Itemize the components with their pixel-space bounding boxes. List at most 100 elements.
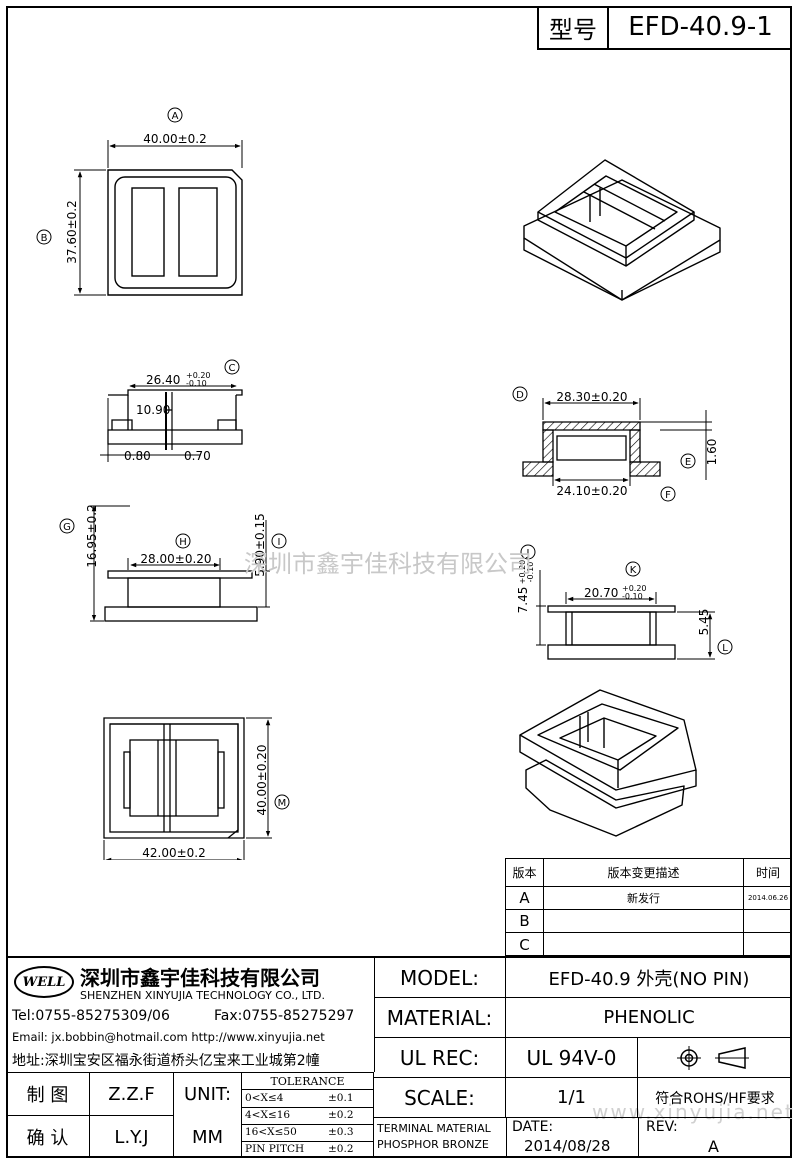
dim-c-inner: 10.90 xyxy=(136,403,170,417)
projection-icon xyxy=(677,1045,749,1070)
label-J: J xyxy=(520,544,536,560)
tolerance-value: ±0.2 xyxy=(328,1109,354,1121)
revision-table: 版本 版本变更描述 时间 A 新发行 2014.06.26 B C xyxy=(505,858,792,956)
dim-j-tol-minus: -0.10 xyxy=(526,562,535,583)
svg-text:G: G xyxy=(63,522,71,533)
unit-label: UNIT: xyxy=(174,1072,242,1116)
tolerance-range: PIN PITCH xyxy=(245,1143,305,1155)
tolerance-row: PIN PITCH ±0.2 xyxy=(242,1141,373,1158)
label-C: C xyxy=(224,359,240,375)
title-block: WELL 深圳市鑫宇佳科技有限公司 SHENZHEN XINYUJIA TECH… xyxy=(6,956,792,1158)
label-I: I xyxy=(271,533,287,549)
material-label: MATERIAL: xyxy=(374,998,506,1038)
section-view-d xyxy=(522,398,712,486)
label-A: A xyxy=(167,107,183,123)
drawing-frame xyxy=(6,6,792,1158)
svg-text:D: D xyxy=(516,390,524,401)
svg-text:M: M xyxy=(278,798,287,809)
rev-row-b-ver: B xyxy=(506,910,544,933)
dim-c-left: 0.80 xyxy=(124,449,151,463)
dim-k-tol-plus: +0.20 xyxy=(622,584,647,593)
tolerance-value: ±0.2 xyxy=(328,1143,354,1155)
dim-k-main: 20.70 xyxy=(584,586,618,600)
svg-text:B: B xyxy=(41,233,48,244)
ulrec-value: UL 94V-0 xyxy=(506,1038,638,1078)
date-value: 2014/08/28 xyxy=(524,1137,611,1155)
draw-label: 制 图 xyxy=(6,1072,90,1116)
tolerance-value: ±0.3 xyxy=(328,1126,354,1138)
model-label: MODEL: xyxy=(374,958,506,998)
dim-top-width: 40.00±0.2 xyxy=(143,132,207,146)
dim-top-height: 37.60±0.2 xyxy=(65,200,79,264)
svg-text:H: H xyxy=(179,537,187,548)
dim-k-tol-minus: -0.10 xyxy=(622,592,643,601)
tolerance-row: 4<X≤16 ±0.2 xyxy=(242,1107,373,1125)
tolerance-title: TOLERANCE xyxy=(242,1073,373,1090)
dim-g-height: 16.95±0.2 xyxy=(85,504,99,568)
tolerance-range: 0<X≤4 xyxy=(245,1092,284,1104)
label-F: F xyxy=(660,486,676,502)
svg-text:F: F xyxy=(665,490,671,501)
rev-row-a-date: 2014.06.26 xyxy=(744,887,792,910)
dim-c-tol-plus: +0.20 xyxy=(186,371,211,380)
label-H: H xyxy=(175,533,191,549)
rev-row-c-ver: C xyxy=(506,933,544,956)
company-fax: Fax:0755-85275297 xyxy=(214,1008,355,1024)
company-email: Email: jx.bobbin@hotmail.com http://www.… xyxy=(12,1030,325,1044)
dim-n-width: 42.00±0.2 xyxy=(142,846,206,860)
dim-c-tol-minus: -0.10 xyxy=(186,379,207,388)
svg-text:J: J xyxy=(526,548,530,559)
dim-m-height: 40.00±0.20 xyxy=(255,744,269,815)
watermark-url: www.xinyujia.net xyxy=(592,1100,795,1124)
svg-text:L: L xyxy=(722,643,728,654)
company-tel: Tel:0755-85275309/06 xyxy=(12,1008,170,1024)
dim-c-right: 0.70 xyxy=(184,449,211,463)
rev-value: A xyxy=(708,1137,719,1156)
rev-row-c-date xyxy=(744,933,792,956)
top-view xyxy=(74,140,243,296)
rev-row-b-date xyxy=(744,910,792,933)
label-B: B xyxy=(36,229,52,245)
rev-row-a-ver: A xyxy=(506,887,544,910)
dim-c-main: 26.40 xyxy=(146,373,180,387)
check-value: L.Y.J xyxy=(90,1116,174,1158)
svg-text:K: K xyxy=(630,565,637,576)
svg-text:A: A xyxy=(172,111,179,122)
label-L: L xyxy=(717,639,733,655)
svg-text:I: I xyxy=(278,537,281,548)
scale-value: 1/1 xyxy=(506,1078,638,1118)
logo-text: WELL xyxy=(22,974,66,990)
date-label: DATE: xyxy=(512,1119,554,1135)
check-label: 确 认 xyxy=(6,1116,90,1158)
tolerance-row: 0<X≤4 ±0.1 xyxy=(242,1090,373,1108)
header-model-box: 型号 EFD-40.9-1 xyxy=(537,6,792,50)
company-name-cn: 深圳市鑫宇佳科技有限公司 xyxy=(80,966,320,990)
svg-text:E: E xyxy=(685,457,691,468)
rohs-note: 符合ROHS/HF要求 xyxy=(638,1078,792,1118)
label-G: G xyxy=(59,518,75,534)
date-cell: DATE: 2014/08/28 xyxy=(506,1118,639,1158)
material-value: PHENOLIC xyxy=(506,998,792,1038)
section-view-c xyxy=(100,383,243,462)
scale-label: SCALE: xyxy=(374,1078,506,1118)
rev-row-b-desc xyxy=(544,910,744,933)
company-name-en: SHENZHEN XINYUJIA TECHNOLOGY CO., LTD. xyxy=(80,989,325,1002)
isometric-view-top xyxy=(523,159,721,301)
model-value: EFD-40.9 外壳(NO PIN) xyxy=(506,958,792,998)
terminal-line-1: TERMINAL MATERIAL xyxy=(377,1122,491,1135)
terminal-line-2: PHOSPHOR BRONZE xyxy=(377,1138,489,1151)
dim-d-width: 28.30±0.20 xyxy=(556,390,627,404)
rev-header-desc: 版本变更描述 xyxy=(544,859,744,887)
svg-text:C: C xyxy=(229,363,236,374)
tolerance-row: 16<X≤50 ±0.3 xyxy=(242,1124,373,1142)
dim-j-tol-plus: +0.20 xyxy=(518,560,527,585)
rev-row-c-desc xyxy=(544,933,744,956)
dim-l-height: 5.45 xyxy=(697,609,711,636)
tolerance-table: TOLERANCE 0<X≤4 ±0.1 4<X≤16 ±0.2 16<X≤50… xyxy=(242,1072,374,1158)
label-K: K xyxy=(625,561,641,577)
side-view-g xyxy=(90,505,270,622)
rev-header-version: 版本 xyxy=(506,859,544,887)
ulrec-label: UL REC: xyxy=(374,1038,506,1078)
terminal-material: TERMINAL MATERIAL PHOSPHOR BRONZE xyxy=(374,1118,507,1158)
technical-drawing: A 40.00±0.2 B 37.60±0.2 C 26.40 +0.20 -0… xyxy=(36,107,733,860)
